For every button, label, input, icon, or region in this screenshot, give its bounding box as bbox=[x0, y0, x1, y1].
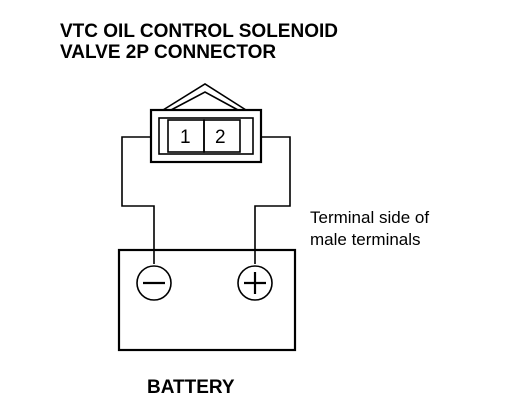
wire-pin-2-to-positive bbox=[254, 136, 291, 264]
battery bbox=[117, 248, 297, 352]
connector-pin-1-label: 1 bbox=[180, 127, 191, 148]
plus-icon bbox=[237, 265, 273, 301]
connector-2p: 1 2 bbox=[149, 108, 263, 164]
jumper-wires bbox=[121, 136, 291, 264]
terminal-note-line-1: Terminal side of bbox=[310, 208, 429, 227]
connector-housing bbox=[149, 108, 263, 164]
connector-pin-2-label: 2 bbox=[215, 127, 226, 148]
connector-pin-2-cavity bbox=[203, 119, 241, 153]
wire-pin-1-to-negative bbox=[121, 136, 155, 264]
battery-negative-terminal bbox=[136, 265, 172, 301]
terminal-note-line-2: male terminals bbox=[310, 230, 421, 249]
diagram-title-line-1: VTC OIL CONTROL SOLENOID bbox=[60, 21, 338, 42]
minus-icon bbox=[136, 265, 172, 301]
connector-inner-frame bbox=[158, 117, 254, 155]
battery-label: BATTERY bbox=[147, 377, 235, 398]
battery-body bbox=[117, 248, 297, 352]
battery-positive-terminal bbox=[237, 265, 273, 301]
diagram-title-line-2: VALVE 2P CONNECTOR bbox=[60, 42, 276, 63]
connector-latch bbox=[162, 83, 247, 111]
